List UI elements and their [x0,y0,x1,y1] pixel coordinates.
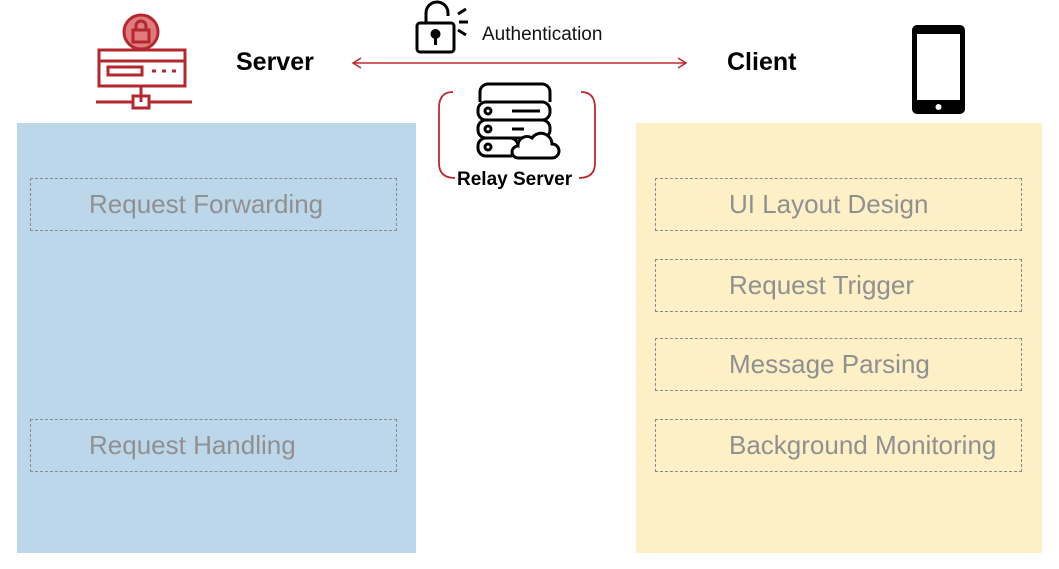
unlock-icon [415,0,468,54]
bidirectional-arrow [351,57,688,69]
relay-server-label: Relay Server [457,169,573,190]
module-label: Background Monitoring [729,430,997,460]
server-module-request-forwarding: Request Forwarding [30,178,397,231]
client-module-request-trigger: Request Trigger [655,259,1022,312]
relay-bracket [438,91,596,179]
module-label: Message Parsing [729,349,930,379]
server-cloud-icon [476,82,561,160]
client-title: Client [727,48,797,76]
client-module-background-monitoring: Background Monitoring [655,419,1022,472]
client-module-message-parsing: Message Parsing [655,338,1022,391]
server-module-request-handling: Request Handling [30,419,397,472]
smartphone-icon [912,25,965,114]
module-label: UI Layout Design [729,189,929,219]
server-lock-icon [96,13,192,110]
module-label: Request Trigger [729,270,914,300]
server-title: Server [236,48,314,76]
module-label: Request Forwarding [89,189,324,219]
server-panel [17,123,416,553]
authentication-label: Authentication [482,24,603,45]
client-module-ui-layout-design: UI Layout Design [655,178,1022,231]
module-label: Request Handling [89,430,296,460]
